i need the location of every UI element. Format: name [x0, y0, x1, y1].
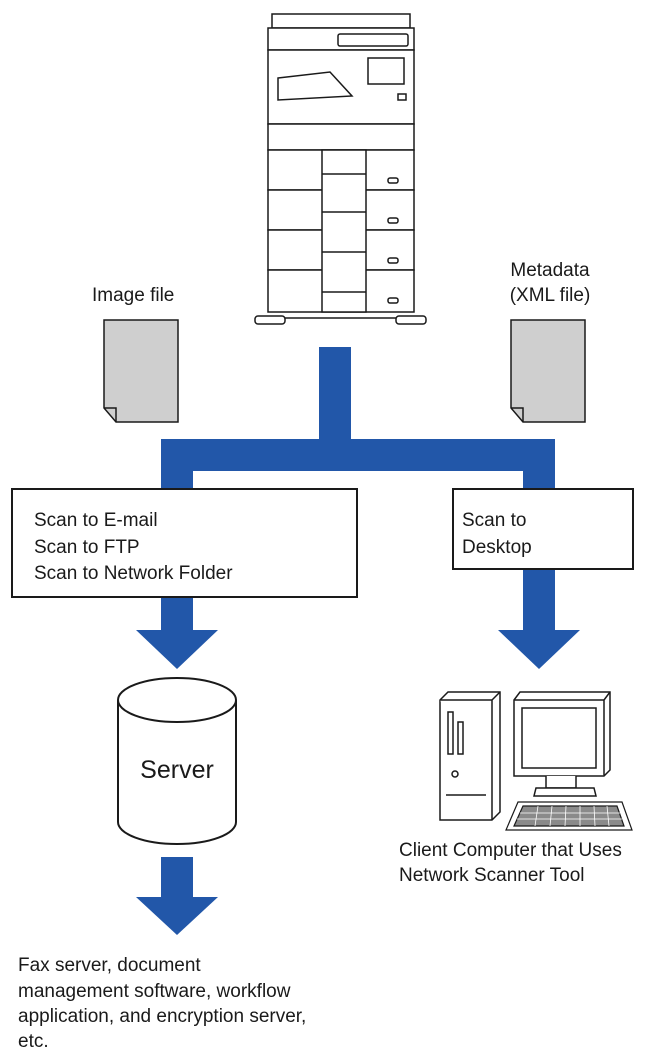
- client-label-line1: Client Computer that Uses: [399, 840, 622, 861]
- flow-connector: [161, 347, 555, 632]
- scan-option-ftp: Scan to FTP: [34, 537, 140, 558]
- printer-icon: [254, 13, 427, 325]
- desktop-computer-icon: [439, 691, 611, 821]
- scan-option-email: Scan to E-mail: [34, 510, 158, 531]
- database-server-icon: [117, 677, 237, 845]
- document-icon: [510, 319, 586, 423]
- scan-option-desktop-line1: Scan to: [462, 510, 527, 531]
- server-label: Server: [140, 756, 214, 784]
- document-icon: [103, 319, 179, 423]
- metadata-label: Metadata: [510, 260, 590, 281]
- scan-box-right: [452, 488, 634, 570]
- document-fold: [104, 407, 117, 422]
- arrow-down-icon: [498, 630, 580, 669]
- metadata-label-sub: (XML file): [509, 285, 591, 306]
- document-fold: [511, 407, 524, 422]
- image-file-label: Image file: [92, 285, 175, 306]
- arrow-down-icon: [136, 630, 218, 669]
- scan-box-left: [11, 488, 358, 598]
- flow-connector: [161, 857, 193, 899]
- destination-line3: application, and encryption server,: [18, 1006, 307, 1027]
- client-label-line2: Network Scanner Tool: [399, 865, 585, 886]
- scan-option-desktop-line2: Desktop: [462, 537, 532, 558]
- keyboard-icon: [505, 801, 633, 831]
- destination-line2: management software, workflow: [18, 981, 291, 1002]
- scan-option-network-folder: Scan to Network Folder: [34, 563, 233, 584]
- arrow-down-icon: [136, 897, 218, 935]
- destination-line1: Fax server, document: [18, 955, 201, 976]
- destination-line4: etc.: [18, 1031, 49, 1052]
